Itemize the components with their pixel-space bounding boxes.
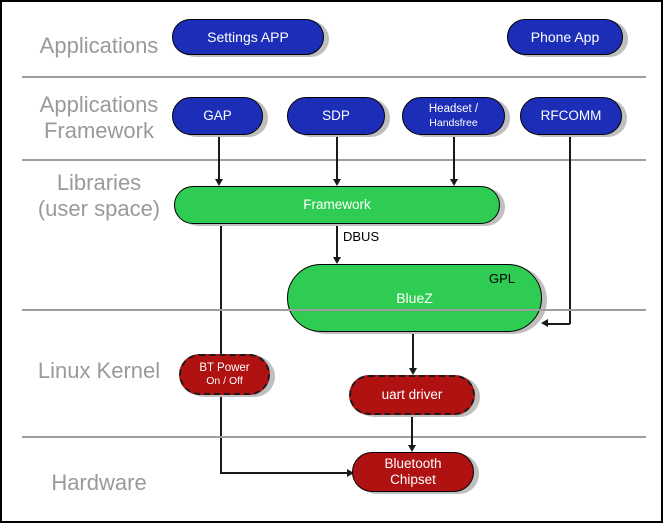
node-settings-app: Settings APP — [172, 19, 324, 55]
layer-label-libraries-user-space: Libraries (user space) — [10, 170, 188, 222]
node-uart-driver: uart driver — [349, 375, 475, 415]
node-headset-label-line2: Handsfree — [429, 116, 478, 129]
arrowhead-uart-to-chipset — [408, 445, 416, 452]
layer-label-linux-kernel: Linux Kernel — [10, 358, 188, 384]
arrow-framework-to-chipset-horizontal — [220, 472, 348, 474]
node-gap-label: GAP — [203, 108, 232, 124]
layer-label-line: Framework — [43, 118, 154, 143]
arrow-rfcomm-to-bluez-horizontal — [548, 323, 570, 325]
node-bt-power-label-line1: BT Power — [199, 361, 250, 374]
node-bluetooth-chipset-label-line1: Bluetooth — [384, 456, 442, 472]
node-settings-app-label: Settings APP — [207, 28, 289, 45]
gpl-badge: GPL — [488, 271, 515, 286]
arrowhead-framework-to-chipset — [347, 469, 354, 477]
node-bt-power: BT Power On / Off — [179, 354, 270, 395]
arrow-bluez-to-uart — [412, 332, 414, 369]
layer-label-line: Applications — [39, 92, 159, 117]
layer-label-applications: Applications — [10, 33, 188, 59]
separator-libraries — [22, 309, 646, 311]
layer-label-line: Hardware — [51, 470, 147, 495]
node-bluez-label: BlueZ — [396, 289, 433, 306]
arrowhead-bluez-to-uart — [409, 368, 417, 375]
node-rfcomm: RFCOMM — [520, 97, 622, 135]
separator-applications — [22, 76, 646, 78]
layer-label-line: Libraries — [56, 170, 142, 195]
dbus-edge-label: DBUS — [343, 229, 380, 244]
separator-linux-kernel — [22, 436, 646, 438]
layer-label-line: (user space) — [37, 196, 161, 221]
layer-label-line: Linux Kernel — [37, 358, 161, 383]
node-headset-label-line1: Headset / — [428, 103, 479, 116]
arrowhead-gap-to-framework — [215, 179, 223, 186]
arrow-sdp-to-framework — [336, 134, 338, 180]
node-framework: Framework — [174, 186, 500, 224]
arrowhead-framework-to-bluez-dbus — [333, 257, 341, 264]
separator-applications-framework — [22, 159, 646, 161]
layer-label-applications-framework: Applications Framework — [10, 92, 188, 144]
layer-label-line: Applications — [39, 33, 159, 58]
arrow-uart-to-chipset — [411, 415, 413, 446]
layer-label-hardware: Hardware — [10, 470, 188, 496]
node-headset-handsfree: Headset / Handsfree — [402, 97, 505, 135]
arrowhead-sdp-to-framework — [333, 179, 341, 186]
arrow-rfcomm-to-bluez-vertical — [569, 135, 571, 324]
node-framework-label: Framework — [303, 197, 371, 213]
node-sdp-label: SDP — [322, 108, 350, 124]
node-rfcomm-label: RFCOMM — [540, 108, 602, 124]
node-uart-driver-label: uart driver — [381, 387, 443, 403]
node-bt-power-label-line2: On / Off — [206, 375, 243, 388]
arrow-gap-to-framework — [218, 134, 220, 180]
arrowhead-headset-to-framework — [450, 179, 458, 186]
node-bluetooth-chipset-label-line2: Chipset — [390, 472, 436, 487]
arrowhead-rfcomm-to-bluez — [541, 319, 548, 327]
node-bluez: BlueZ GPL — [287, 264, 542, 332]
node-bluetooth-chipset: Bluetooth Chipset — [352, 452, 474, 492]
node-phone-app: Phone App — [507, 19, 623, 55]
node-gap: GAP — [172, 97, 263, 135]
arrow-headset-to-framework — [453, 134, 455, 180]
arrow-framework-to-chipset-vertical — [220, 223, 222, 474]
arrow-framework-to-bluez-dbus — [336, 224, 338, 258]
node-phone-app-label: Phone App — [530, 28, 600, 45]
node-sdp: SDP — [287, 97, 385, 135]
